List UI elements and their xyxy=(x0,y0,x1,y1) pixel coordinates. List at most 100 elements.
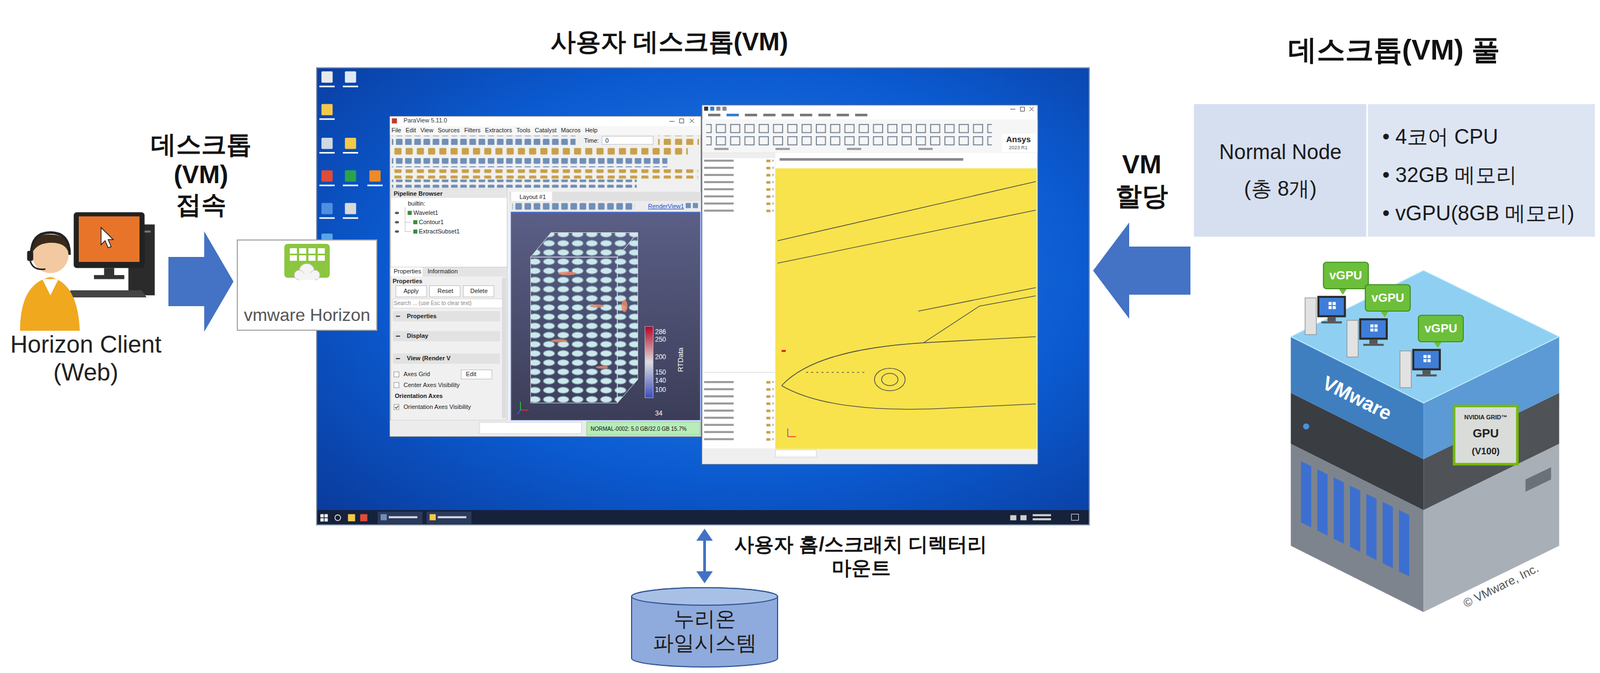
illustration-part xyxy=(389,420,701,437)
illustration-part xyxy=(669,118,694,123)
illustration-part xyxy=(479,422,582,435)
label-text: 140 xyxy=(655,376,667,385)
illustration-part xyxy=(345,170,357,183)
illustration-part xyxy=(1346,284,1411,358)
illustration-part xyxy=(334,515,341,521)
user-pc-icon xyxy=(14,194,157,331)
connector-line xyxy=(703,540,706,572)
connector xyxy=(168,231,234,332)
illustration-part xyxy=(1323,262,1369,290)
label-text: vGPU xyxy=(1371,290,1405,306)
illustration-part xyxy=(42,279,59,296)
illustration-part xyxy=(847,148,862,151)
illustration-part xyxy=(394,211,399,233)
edge-label: 사용자 홈/스크래치 디렉터리 마운트 xyxy=(724,532,998,580)
arrow-head xyxy=(696,571,714,584)
illustration-part xyxy=(1525,467,1552,493)
illustration-part xyxy=(685,202,691,208)
illustration-part xyxy=(316,67,1090,526)
illustration-part xyxy=(705,121,992,147)
illustration-part xyxy=(1333,477,1345,544)
illustration-part xyxy=(392,179,638,188)
illustration-part xyxy=(511,212,700,421)
illustration-part xyxy=(1305,262,1369,335)
illustration-part xyxy=(389,116,702,437)
illustration-part xyxy=(390,267,508,277)
illustration-part xyxy=(1032,518,1051,521)
illustration-part xyxy=(390,267,423,277)
label-text: NVIDIA GRID™ xyxy=(1464,413,1508,422)
illustration-part xyxy=(320,514,324,518)
label-text: Properties xyxy=(392,277,423,285)
illustration-part xyxy=(395,335,400,337)
illustration-part xyxy=(345,71,357,84)
illustration-part xyxy=(1398,510,1410,577)
label-text: 200 xyxy=(655,353,667,361)
illustration-part xyxy=(393,382,399,388)
illustration-part xyxy=(1001,133,1037,153)
illustration-part xyxy=(463,285,494,297)
label-text: 150 xyxy=(655,368,667,377)
illustration-part xyxy=(394,405,399,409)
illustration-part xyxy=(319,152,335,154)
illustration-part xyxy=(702,153,776,449)
spaceclaim-window xyxy=(702,104,1038,465)
illustration-part xyxy=(317,255,325,261)
illustration-part xyxy=(413,229,418,234)
client-node: Horizon Client (Web) xyxy=(6,194,166,387)
label-text: Time: xyxy=(584,137,599,145)
illustration-part xyxy=(775,153,1037,169)
illustration-part xyxy=(395,358,400,360)
illustration-part xyxy=(405,207,412,232)
illustration-part xyxy=(426,511,472,524)
illustration-part xyxy=(704,379,774,443)
illustration-part xyxy=(390,188,508,198)
illustration-part xyxy=(1366,493,1377,560)
illustration-part xyxy=(1303,423,1310,430)
illustration-part xyxy=(317,248,325,254)
illustration-part xyxy=(777,181,1036,410)
node-text: 누리온 파일시스템 xyxy=(638,607,772,656)
illustration-part xyxy=(321,202,334,215)
illustration-part xyxy=(377,511,423,524)
illustration-part xyxy=(388,516,418,519)
illustration-part xyxy=(1009,515,1016,521)
illustration-part xyxy=(1338,288,1347,295)
illustration-part xyxy=(918,148,933,151)
illustration-part xyxy=(103,267,115,277)
illustration-part xyxy=(1453,406,1518,465)
illustration-part xyxy=(65,290,147,298)
illustration-part xyxy=(1332,301,1336,306)
label-text: Edit xyxy=(465,370,477,378)
label-text: File Edit View Sources Filters Extractor… xyxy=(391,126,598,134)
illustration-part xyxy=(369,170,382,183)
illustration-part xyxy=(551,271,628,370)
illustration-part xyxy=(321,137,334,150)
paraview-window xyxy=(389,116,702,437)
illustration-part xyxy=(392,331,500,342)
illustration-part xyxy=(289,255,297,261)
label-text: Orientation Axes Visibility xyxy=(403,403,471,411)
illustration-part xyxy=(874,368,905,391)
illustration-part xyxy=(704,159,774,216)
illustration-part xyxy=(347,514,355,522)
illustration-part xyxy=(94,275,125,279)
illustration-part xyxy=(517,410,521,414)
illustration-part xyxy=(558,271,577,276)
illustration-part xyxy=(710,106,715,111)
illustration-part xyxy=(509,191,702,421)
illustration-part xyxy=(501,277,506,419)
label-text: 250 xyxy=(655,335,667,344)
illustration-part xyxy=(1305,298,1317,335)
illustration-part xyxy=(923,295,1036,343)
illustration-part xyxy=(1319,298,1345,316)
illustration-part xyxy=(703,372,775,373)
illustration-part xyxy=(714,148,729,151)
connector xyxy=(696,528,714,584)
illustration-part xyxy=(380,514,387,521)
illustration-part xyxy=(644,326,653,399)
illustration-part xyxy=(394,220,399,224)
illustration-part xyxy=(294,263,320,280)
